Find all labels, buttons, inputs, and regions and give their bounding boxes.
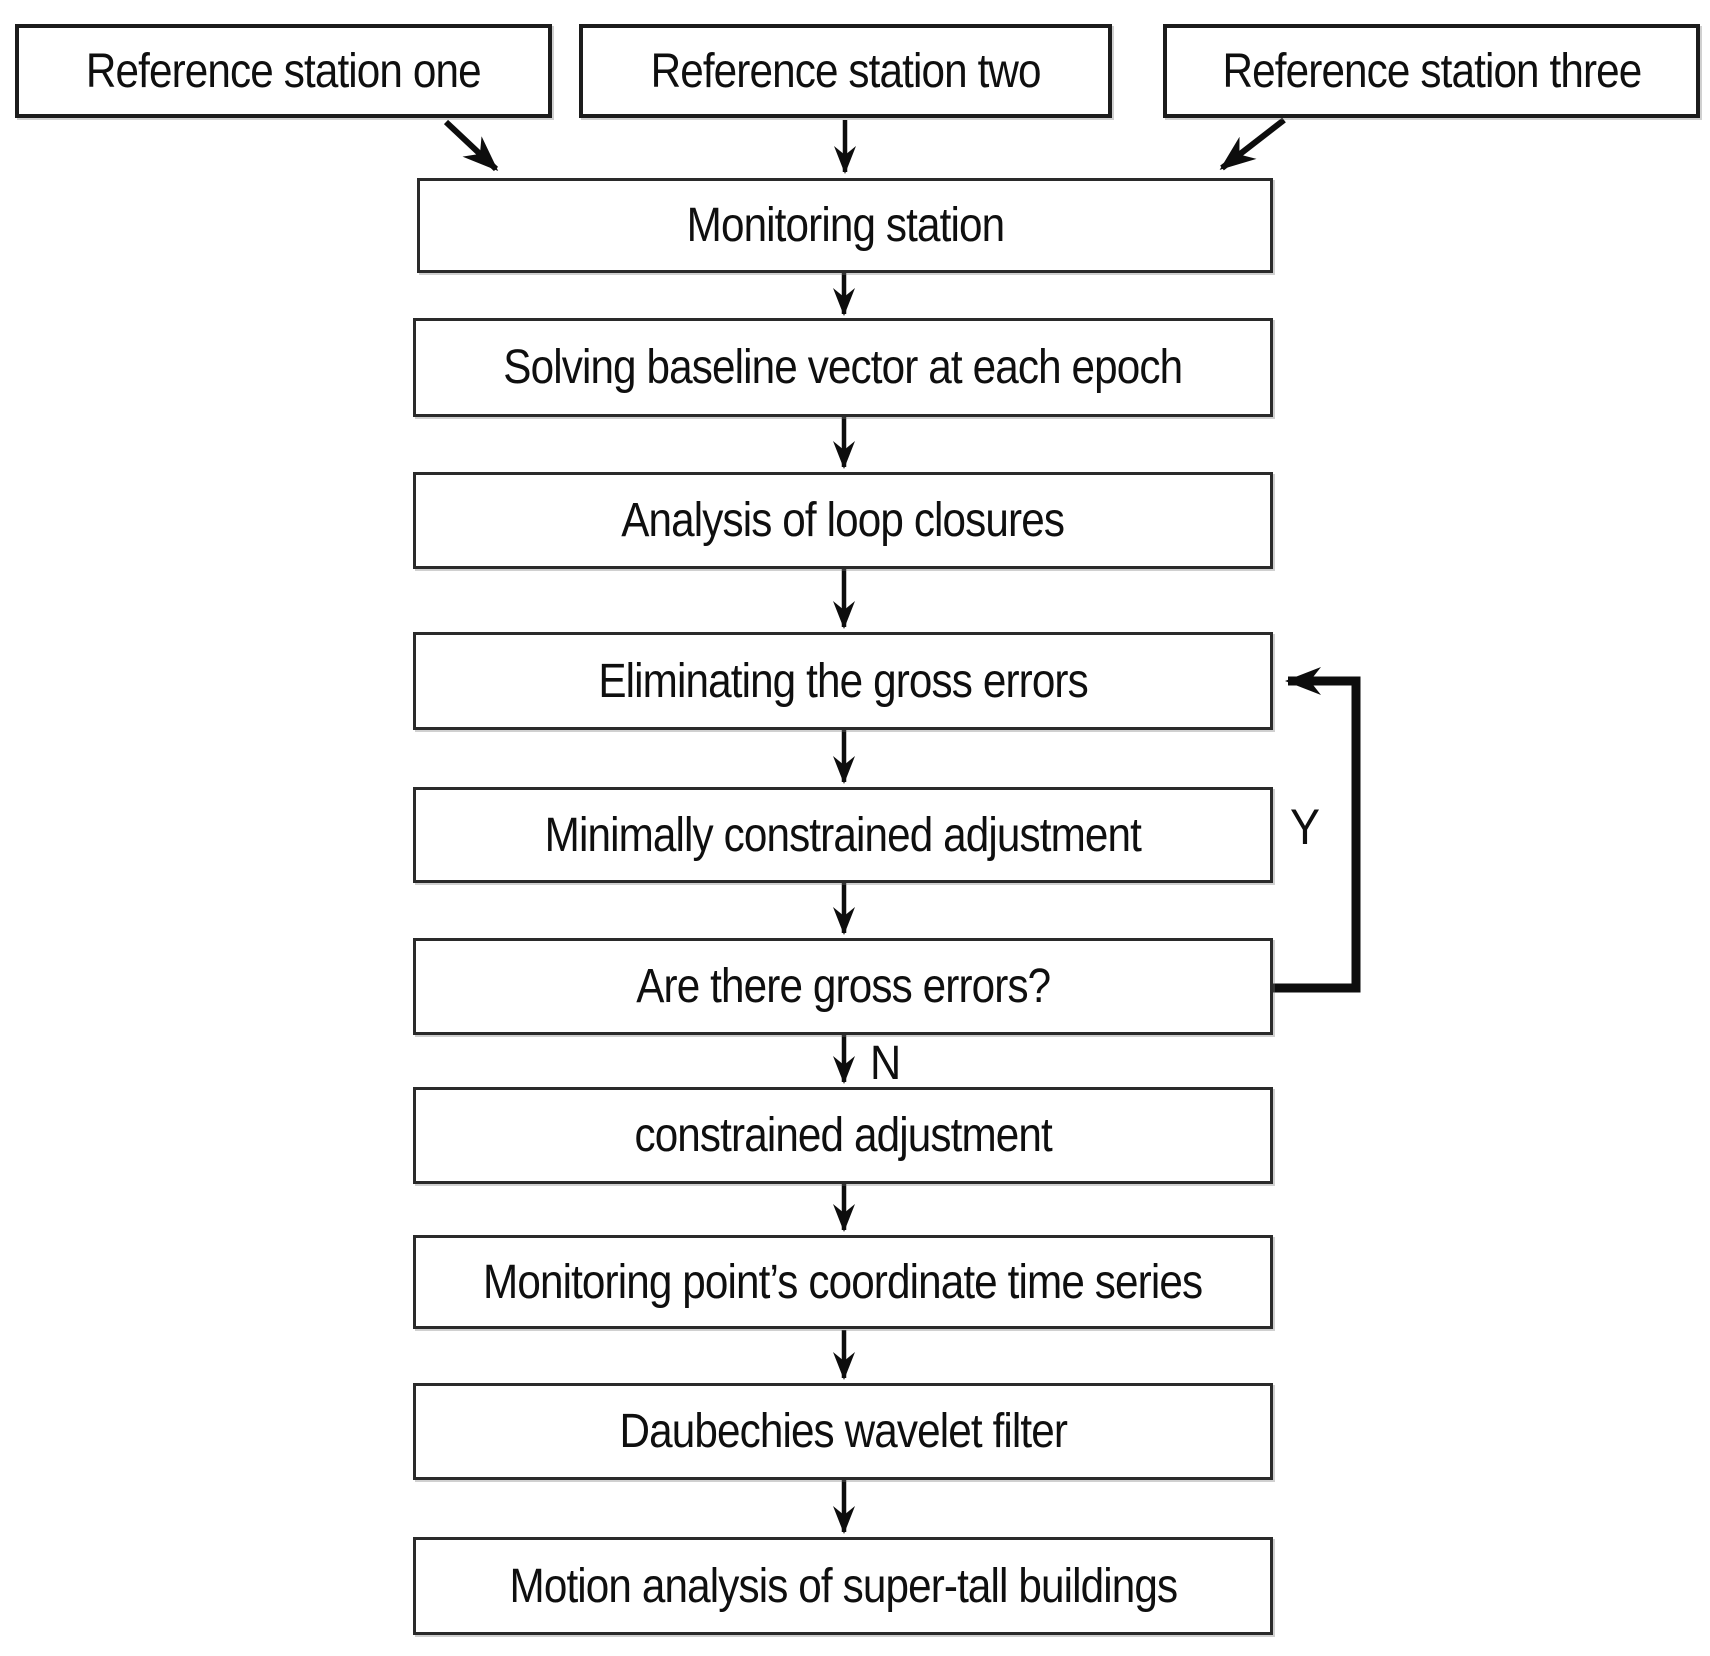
node-label: Analysis of loop closures (621, 494, 1066, 547)
arrow-ref-one-to-monitoring (443, 119, 499, 172)
node-label: Daubechies wavelet filter (619, 1405, 1067, 1458)
node-label: Reference station three (1222, 44, 1642, 98)
node-eliminating-gross-errors: Eliminating the gross errors (413, 632, 1273, 730)
node-motion-analysis: Motion analysis of super-tall buildings (413, 1537, 1273, 1635)
node-reference-station-three: Reference station three (1163, 24, 1700, 118)
node-label: Eliminating the gross errors (598, 654, 1088, 708)
node-reference-station-two: Reference station two (579, 24, 1112, 118)
edge-label-yes: Y (1290, 799, 1321, 855)
node-label: Monitoring point’s coordinate time serie… (483, 1255, 1203, 1309)
node-label: Minimally constrained adjustment (544, 808, 1142, 862)
edge-label-no: N (870, 1037, 902, 1090)
node-coordinate-time-series: Monitoring point’s coordinate time serie… (413, 1235, 1273, 1329)
node-analysis-loop-closures: Analysis of loop closures (413, 472, 1273, 569)
node-solving-baseline-vector: Solving baseline vector at each epoch (413, 318, 1273, 417)
node-label: Reference station one (86, 44, 482, 98)
node-label: constrained adjustment (634, 1109, 1052, 1162)
node-reference-station-one: Reference station one (15, 24, 552, 118)
node-label: Are there gross errors? (635, 960, 1051, 1013)
node-monitoring-station: Monitoring station (417, 178, 1273, 273)
node-label: Monitoring station (686, 199, 1004, 252)
node-are-there-gross-errors: Are there gross errors? (413, 938, 1273, 1035)
arrow-ref-three-to-monitoring (1219, 117, 1286, 171)
arrow-feedback-yes-loop (1272, 667, 1361, 993)
node-label: Solving baseline vector at each epoch (503, 341, 1184, 394)
node-minimally-constrained-adjustment: Minimally constrained adjustment (413, 787, 1273, 883)
node-label: Reference station two (650, 44, 1041, 98)
node-daubechies-wavelet-filter: Daubechies wavelet filter (413, 1383, 1273, 1480)
node-constrained-adjustment: constrained adjustment (413, 1087, 1273, 1184)
node-label: Motion analysis of super-tall buildings (509, 1559, 1178, 1613)
